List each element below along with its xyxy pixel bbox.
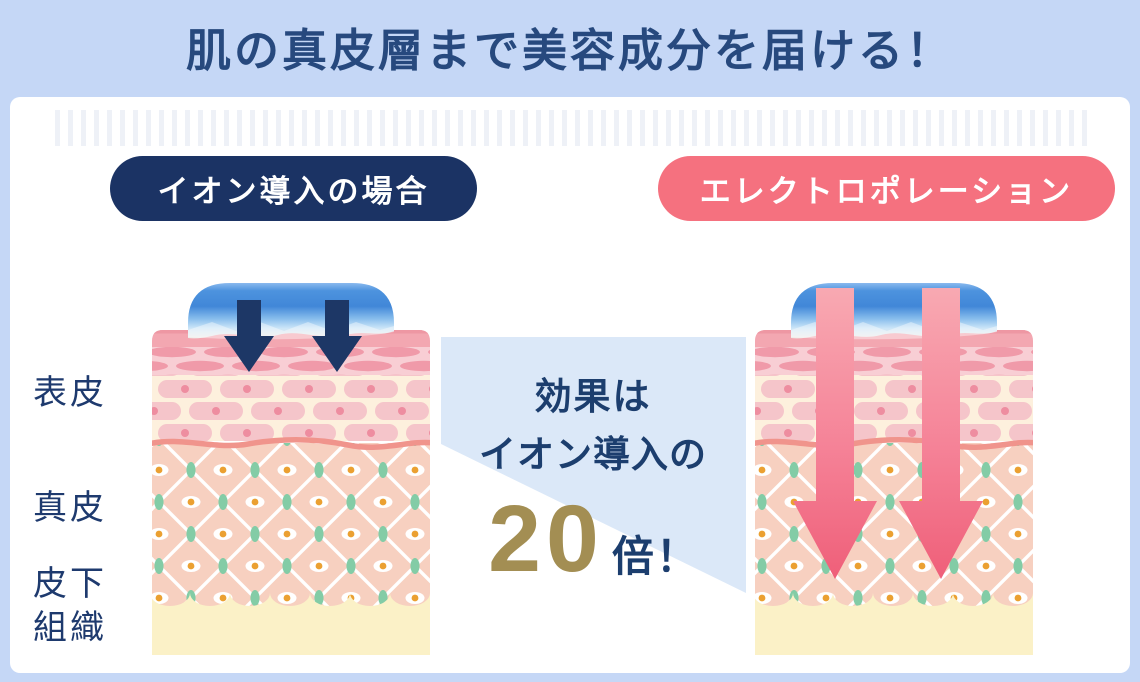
layer-label-epidermis: 表皮 [33, 374, 107, 412]
layer-label-dermis: 真皮 [33, 489, 107, 527]
skin-diagram-iontophoresis [152, 283, 430, 655]
decorative-stripes [55, 110, 1095, 146]
iontophoresis-label: イオン導入の場合 [157, 174, 430, 209]
skin-diagram-electroporation [755, 283, 1033, 655]
label-pill-electroporation: エレクトロポレーション [658, 156, 1115, 221]
callout-multiplier: 20 倍 ！ [438, 492, 748, 587]
layer-label-subcutaneous: 皮下 組織 [33, 565, 107, 648]
label-pill-iontophoresis: イオン導入の場合 [110, 156, 477, 221]
page-title: 肌の真皮層まで美容成分を届ける！ [185, 26, 954, 76]
multiplier-number: 20 [488, 486, 604, 592]
multiplier-exclamation: ！ [655, 533, 698, 580]
callout-line2: イオン導入の [479, 434, 707, 475]
callout-band [441, 337, 746, 593]
multiplier-unit: 倍 [611, 533, 654, 580]
callout-line1: 効果は [534, 376, 652, 417]
electroporation-label: エレクトロポレーション [699, 174, 1074, 209]
